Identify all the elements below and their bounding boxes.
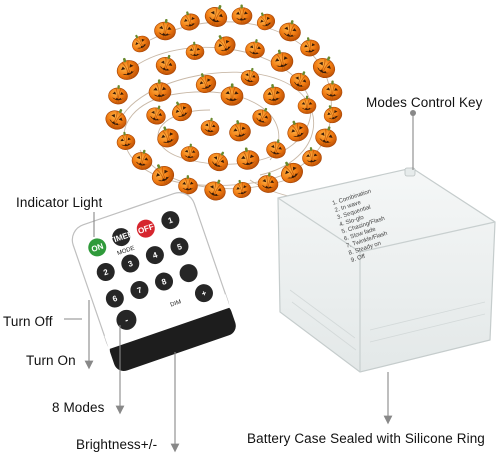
svg-text:ON: ON	[90, 241, 105, 254]
svg-text:-: -	[123, 315, 129, 325]
pumpkin-light	[309, 51, 340, 82]
svg-text:4: 4	[151, 250, 159, 260]
pumpkin-string-lights	[102, 0, 345, 204]
svg-text:6: 6	[111, 294, 119, 304]
number-key-8: 8	[155, 272, 174, 291]
pumpkin-light	[320, 101, 345, 126]
dim-button	[179, 264, 198, 283]
pumpkin-light	[143, 102, 170, 128]
pumpkin-light	[264, 136, 289, 161]
pumpkin-light	[204, 146, 233, 175]
pumpkin-light	[253, 8, 278, 34]
pumpkin-light	[177, 174, 199, 195]
number-key-7: 7	[130, 281, 149, 300]
battery-mode-line: 9. Off	[350, 254, 366, 264]
pumpkin-light	[107, 83, 129, 106]
pumpkin-light	[201, 0, 232, 31]
pumpkin-light	[152, 17, 178, 42]
pumpkin-light	[184, 40, 206, 61]
pumpkin-light	[243, 37, 267, 60]
svg-text:1: 1	[167, 215, 175, 225]
number-key-6: 6	[105, 289, 124, 308]
pumpkin-light	[209, 29, 239, 60]
svg-text:7: 7	[136, 285, 144, 295]
on-button: ON	[88, 238, 107, 257]
modes-control-key-label: Modes Control Key	[366, 95, 483, 110]
number-key-4: 4	[145, 246, 164, 265]
number-key-1: 1	[161, 211, 180, 230]
brightness-label: Brightness+/-	[76, 437, 158, 452]
pumpkin-light	[230, 177, 254, 201]
pumpkin-light	[297, 95, 317, 115]
pumpkin-light	[238, 65, 262, 89]
svg-text:3: 3	[127, 259, 135, 269]
dim-key-label: DIM	[170, 299, 182, 308]
pumpkin-light	[153, 51, 180, 78]
pumpkin-light	[114, 129, 137, 152]
pumpkin-light	[102, 103, 132, 134]
pumpkin-light	[199, 115, 222, 138]
pumpkin-light	[298, 34, 322, 59]
brightness-plus-button: +	[194, 284, 213, 303]
pumpkin-light	[147, 78, 173, 103]
pumpkin-light	[220, 82, 244, 107]
svg-text:2: 2	[102, 267, 110, 277]
pumpkin-light	[167, 96, 196, 125]
pumpkin-light	[261, 82, 287, 107]
pumpkin-light	[283, 116, 312, 145]
pumpkin-light	[267, 46, 296, 75]
svg-text:5: 5	[176, 242, 184, 252]
turn-off-label: Turn Off	[3, 314, 53, 329]
number-key-2: 2	[96, 263, 115, 282]
brightness-minus-button: -	[116, 309, 137, 330]
pumpkin-light	[112, 53, 142, 83]
pumpkin-light	[321, 79, 344, 102]
eight-modes-label: 8 Modes	[52, 400, 105, 415]
pumpkin-light	[234, 145, 261, 172]
pumpkin-light	[179, 142, 201, 163]
pumpkin-light	[153, 122, 182, 151]
off-button: OFF	[136, 219, 155, 238]
battery-case	[277, 167, 496, 373]
pumpkin-light	[177, 8, 202, 33]
pumpkin-light	[312, 122, 341, 151]
number-key-5: 5	[170, 237, 189, 256]
svg-text:8: 8	[161, 277, 169, 287]
indicator-light-label: Indicator Light	[16, 195, 103, 210]
number-key-3: 3	[121, 254, 140, 273]
timer-button: TIMER	[108, 228, 135, 247]
pumpkin-light	[277, 17, 304, 44]
battery-case-label: Battery Case Sealed with Silicone Ring	[247, 431, 485, 446]
pumpkin-light	[127, 30, 154, 56]
pumpkin-light	[129, 147, 155, 173]
turn-on-label: Turn On	[26, 353, 76, 368]
pumpkin-light	[201, 175, 230, 204]
pumpkin-light	[147, 159, 178, 190]
pumpkin-light	[286, 67, 315, 95]
callout-pointers	[64, 110, 416, 453]
pumpkin-light	[231, 3, 253, 26]
mode-key-label: MODE	[117, 245, 136, 257]
pumpkin-light	[226, 117, 253, 144]
svg-text:+: +	[200, 288, 208, 298]
